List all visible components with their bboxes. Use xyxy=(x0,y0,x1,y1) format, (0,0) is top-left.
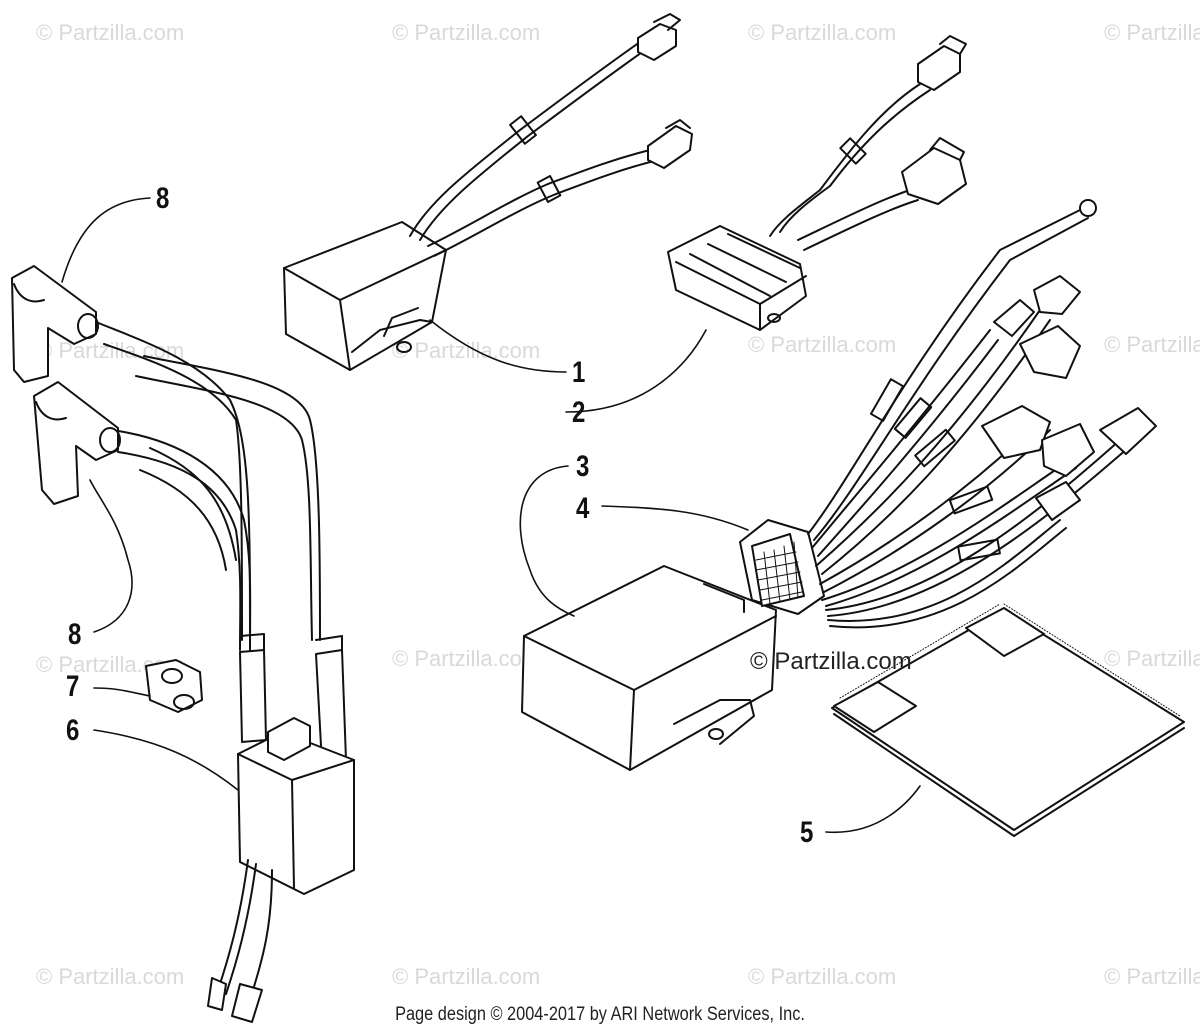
callout-7: 7 xyxy=(66,670,80,703)
part-4-harness xyxy=(740,200,1156,627)
callout-1: 1 xyxy=(572,356,586,389)
part-2-regulator xyxy=(668,36,966,330)
callout-8-upper: 8 xyxy=(156,182,170,215)
callout-2: 2 xyxy=(572,396,586,429)
watermark: © Partzilla.com xyxy=(748,964,897,989)
callout-4: 4 xyxy=(576,492,590,525)
watermark: © Partzilla.com xyxy=(392,338,541,363)
footer-copyright: Page design © 2004-2017 by ARI Network S… xyxy=(395,1004,805,1025)
part-1-module xyxy=(284,14,692,370)
watermark: © Partzilla.com xyxy=(392,964,541,989)
callout-3: 3 xyxy=(576,450,590,483)
part-3-cdi-box xyxy=(522,566,776,770)
watermark: © Partzilla.com xyxy=(392,646,541,671)
part-8-cap-upper xyxy=(12,266,98,382)
part-6-coil xyxy=(96,322,354,1022)
watermark: © Partzilla.com xyxy=(392,20,541,45)
part-8-cap-lower xyxy=(34,382,120,504)
watermark: © Partzilla.com xyxy=(36,20,185,45)
watermark: © Partzilla.com xyxy=(1104,646,1200,671)
watermark: © Partzilla.com xyxy=(748,332,897,357)
part-5-sheet xyxy=(832,604,1184,836)
leader-lines xyxy=(62,198,920,832)
watermark: © Partzilla.com xyxy=(1104,964,1200,989)
callout-5: 5 xyxy=(800,816,814,849)
watermark: © Partzilla.com xyxy=(1104,332,1200,357)
callout-6: 6 xyxy=(66,714,80,747)
watermark: © Partzilla.com xyxy=(748,20,897,45)
watermark: © Partzilla.com xyxy=(1104,20,1200,45)
callout-8-lower: 8 xyxy=(68,618,82,651)
center-watermark: © Partzilla.com xyxy=(750,648,912,675)
part-7-clip xyxy=(146,660,202,712)
watermark: © Partzilla.com xyxy=(36,964,185,989)
